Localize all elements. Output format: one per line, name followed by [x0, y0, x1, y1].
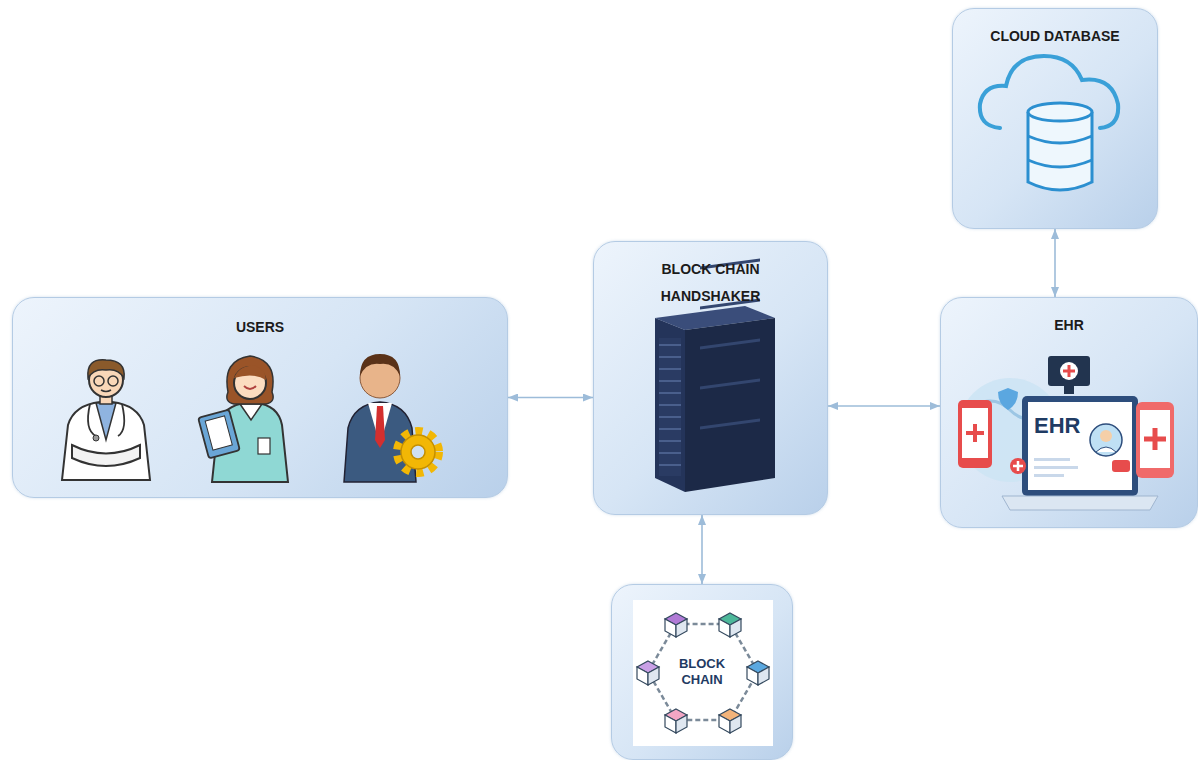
double-arrow: [1054, 229, 1056, 297]
double-arrow: [508, 397, 593, 399]
box-heading: BLOCK CHAIN: [671, 656, 733, 689]
blockchain-icon: [633, 600, 773, 746]
double-arrow: [701, 515, 703, 584]
box-heading: CLOUD DATABASE: [990, 23, 1119, 50]
screen-label: EHR: [1034, 414, 1080, 438]
ehr-illustration: [958, 356, 1174, 510]
blockchain-box: BLOCK CHAIN: [611, 584, 793, 760]
handshaker-box: BLOCK CHAIN HANDSHAKER: [593, 241, 828, 515]
box-heading: EHR: [1054, 312, 1084, 339]
admin-figure: [344, 354, 438, 482]
cloud-database-icon: [980, 56, 1118, 190]
cloud-box: CLOUD DATABASE: [952, 8, 1158, 229]
box-heading: BLOCK CHAIN HANDSHAKER: [636, 256, 786, 309]
double-arrow: [828, 405, 940, 407]
server-icon: [655, 259, 775, 492]
box-heading: USERS: [236, 314, 284, 341]
nurse-figure: [198, 356, 288, 482]
ehr-box: EHR EHR: [940, 297, 1198, 528]
doctor-figure: [62, 360, 150, 480]
users-panel: USERS: [12, 297, 508, 498]
